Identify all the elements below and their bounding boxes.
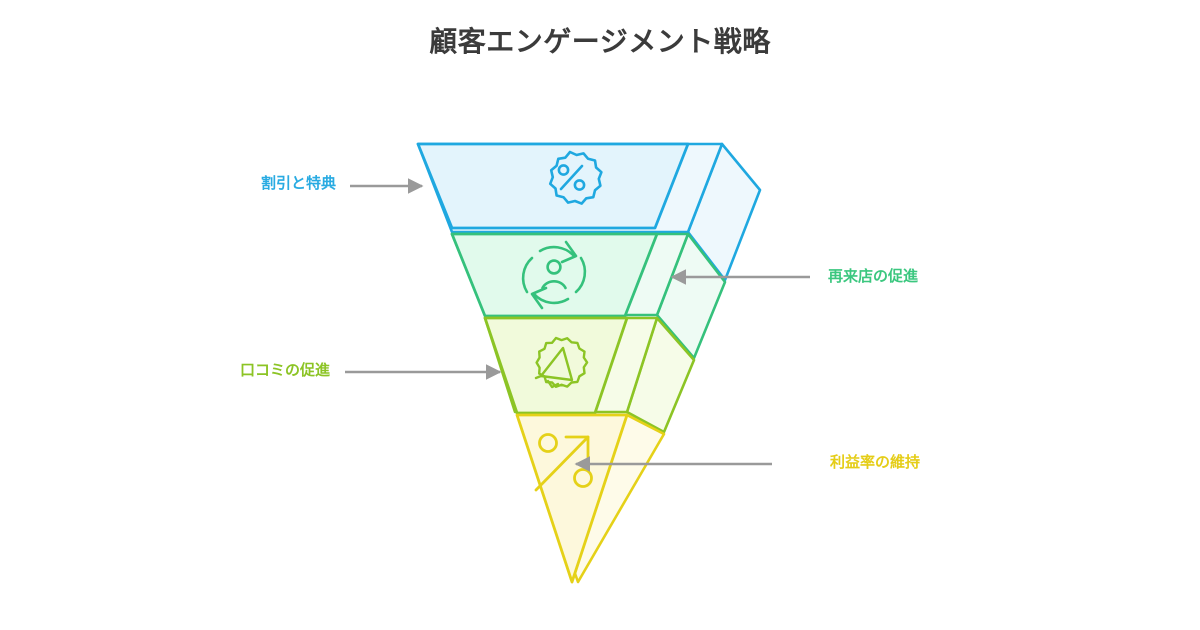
returning-customer-icon — [521, 240, 587, 310]
page-title: 顧客エンゲージメント戦略 — [429, 26, 771, 57]
funnel-level-1[interactable] — [416, 142, 762, 282]
funnel-label-level-2[interactable]: 再来店の促進 — [828, 268, 919, 285]
funnel-level-3[interactable] — [483, 316, 696, 434]
funnel-label-level-3[interactable]: 口コミの促進 — [239, 362, 330, 379]
funnel-label-level-4[interactable]: 利益率の維持 — [830, 454, 921, 471]
funnel-level-3-face — [483, 316, 629, 415]
funnel-label-level-1[interactable]: 割引と特典 — [260, 175, 336, 192]
funnel-level-2[interactable] — [450, 232, 727, 360]
funnel-level-4-face — [515, 413, 629, 584]
discount-badge-icon — [548, 150, 603, 205]
funnel-level-2-face — [450, 232, 659, 318]
trending-up-icon — [534, 433, 593, 492]
funnel-level-4[interactable] — [515, 413, 666, 584]
megaphone-badge-icon — [534, 336, 589, 389]
